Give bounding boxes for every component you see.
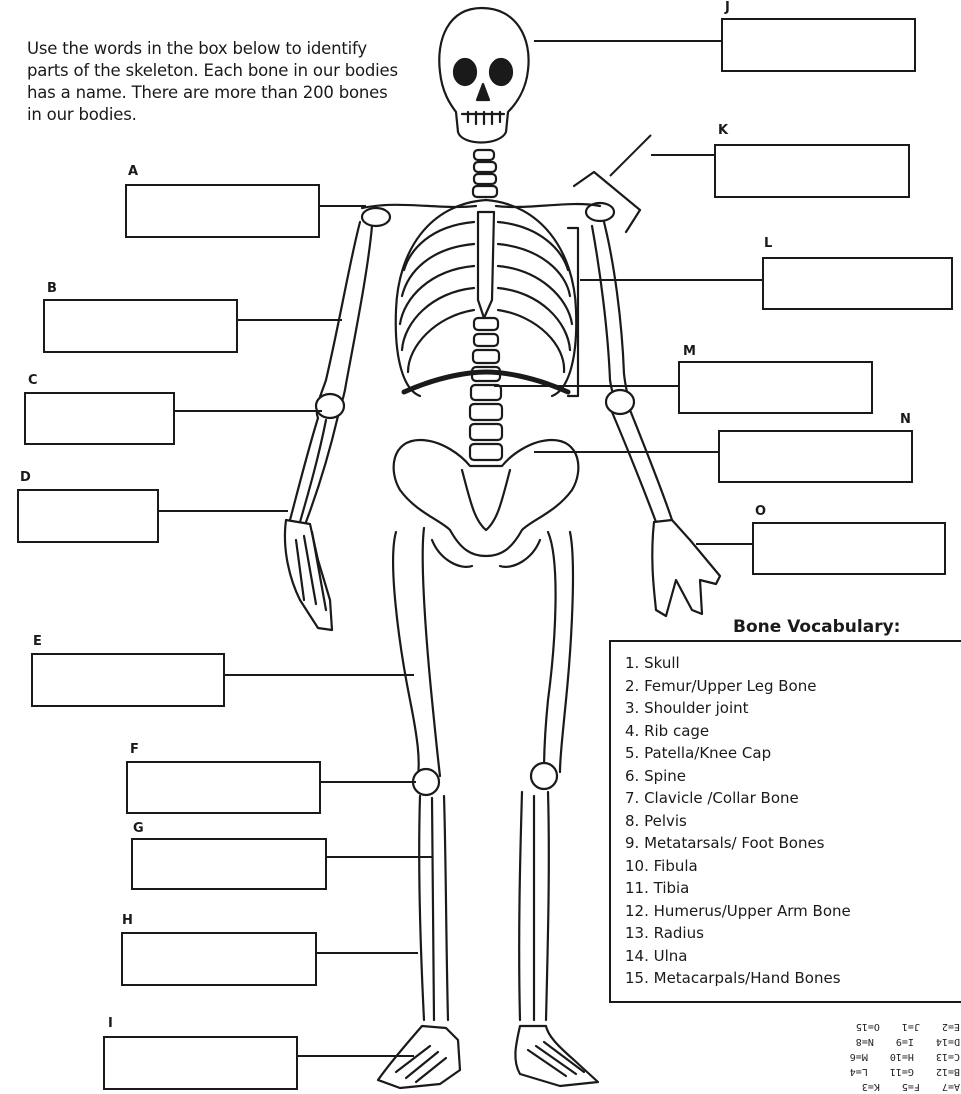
answer-box-k[interactable] (714, 144, 910, 198)
vocabulary-list: 1. Skull 2. Femur/Upper Leg Bone 3. Shou… (611, 642, 961, 990)
leader-line-c (174, 410, 322, 412)
answer-key-row: C=13 H=10 M=6 (790, 1049, 960, 1064)
answer-key-row: D=14 I=9 N=8 (790, 1034, 960, 1049)
answer-box-j[interactable] (721, 18, 916, 72)
answer-box-e[interactable] (31, 653, 225, 707)
label-c: C (28, 373, 38, 388)
leader-line-m (494, 385, 680, 387)
leader-line-g (326, 856, 432, 858)
vocabulary-title: Bone Vocabulary: (733, 617, 900, 637)
vocabulary-item: 4. Rib cage (625, 720, 961, 743)
answer-key-entry: J=1 (902, 1019, 920, 1034)
answer-key-entry: D=14 (936, 1034, 960, 1049)
vocabulary-item: 2. Femur/Upper Leg Bone (625, 675, 961, 698)
vocabulary-item: 6. Spine (625, 765, 961, 788)
answer-key-entry: H=10 (890, 1049, 914, 1064)
answer-key-row: E=2 J=1 O=15 (790, 1019, 960, 1034)
leader-line-j (534, 40, 722, 42)
answer-key-row: A=7 F=5 K=3 (790, 1079, 960, 1094)
answer-key-entry: N=8 (856, 1034, 874, 1049)
leader-line-l (580, 279, 764, 281)
answer-key-entry: E=2 (942, 1019, 960, 1034)
answer-box-b[interactable] (43, 299, 238, 353)
leader-line-d (158, 510, 288, 512)
answer-box-h[interactable] (121, 932, 317, 986)
vocabulary-item: 9. Metatarsals/ Foot Bones (625, 832, 961, 855)
vocabulary-item: 15. Metacarpals/Hand Bones (625, 967, 961, 990)
vocabulary-item: 11. Tibia (625, 877, 961, 900)
answer-box-f[interactable] (126, 761, 321, 814)
answer-key-entry: L=4 (850, 1064, 868, 1079)
answer-key-entry: K=3 (862, 1079, 880, 1094)
leader-line-f (320, 781, 416, 783)
vocabulary-item: 12. Humerus/Upper Arm Bone (625, 900, 961, 923)
vocabulary-item: 5. Patella/Knee Cap (625, 742, 961, 765)
label-n: N (900, 412, 911, 427)
answer-box-c[interactable] (24, 392, 175, 445)
label-a: A (128, 164, 138, 179)
vocabulary-item: 8. Pelvis (625, 810, 961, 833)
answer-box-i[interactable] (103, 1036, 298, 1090)
answer-key-entry: G=11 (890, 1064, 914, 1079)
legs-drawing (393, 528, 573, 1020)
answer-box-m[interactable] (678, 361, 873, 414)
leader-line-a (320, 205, 366, 207)
vocabulary-item: 14. Ulna (625, 945, 961, 968)
vocabulary-item: 3. Shoulder joint (625, 697, 961, 720)
answer-key-entry: C=13 (936, 1049, 960, 1064)
answer-key-entry: M=6 (850, 1049, 868, 1064)
label-j: J (725, 0, 730, 15)
feet-drawing (378, 1026, 598, 1088)
answer-box-g[interactable] (131, 838, 327, 890)
label-e: E (33, 634, 42, 649)
answer-key-entry: I=9 (896, 1034, 914, 1049)
vocabulary-item: 13. Radius (625, 922, 961, 945)
leader-line-e (224, 674, 414, 676)
answer-key-row: B=12 G=11 L=4 (790, 1064, 960, 1079)
answer-box-a[interactable] (125, 184, 320, 238)
answer-key-entry: A=7 (942, 1079, 960, 1094)
vocabulary-item: 1. Skull (625, 652, 961, 675)
right-arm-drawing (592, 222, 720, 616)
leader-line-k-h (651, 154, 715, 156)
leader-line-i (298, 1055, 414, 1057)
answer-key: A=7 F=5 K=3 B=12 G=11 L=4 C=13 H=10 M=6 … (790, 1012, 960, 1094)
answer-key-entry: F=5 (902, 1079, 920, 1094)
answer-box-n[interactable] (718, 430, 913, 483)
label-d: D (20, 470, 31, 485)
label-b: B (47, 281, 57, 296)
label-h: H (122, 913, 133, 928)
label-f: F (130, 742, 139, 757)
vocabulary-item: 10. Fibula (625, 855, 961, 878)
vocabulary-box: 1. Skull 2. Femur/Upper Leg Bone 3. Shou… (609, 640, 961, 1003)
label-m: M (683, 344, 696, 359)
label-i: I (108, 1016, 113, 1031)
label-l: L (764, 236, 772, 251)
answer-box-o[interactable] (752, 522, 946, 575)
leader-line-n (534, 451, 720, 453)
answer-key-entry: O=15 (856, 1019, 880, 1034)
leader-line-b (238, 319, 342, 321)
answer-key-entry: B=12 (936, 1064, 960, 1079)
leader-line-h (316, 952, 418, 954)
leader-line-o (696, 543, 752, 545)
skull-drawing (439, 8, 528, 143)
answer-box-d[interactable] (17, 489, 159, 543)
left-arm-drawing (285, 222, 372, 630)
label-k: K (718, 123, 728, 138)
label-o: O (755, 504, 766, 519)
label-g: G (133, 821, 144, 836)
vocabulary-item: 7. Clavicle /Collar Bone (625, 787, 961, 810)
answer-box-l[interactable] (762, 257, 953, 310)
